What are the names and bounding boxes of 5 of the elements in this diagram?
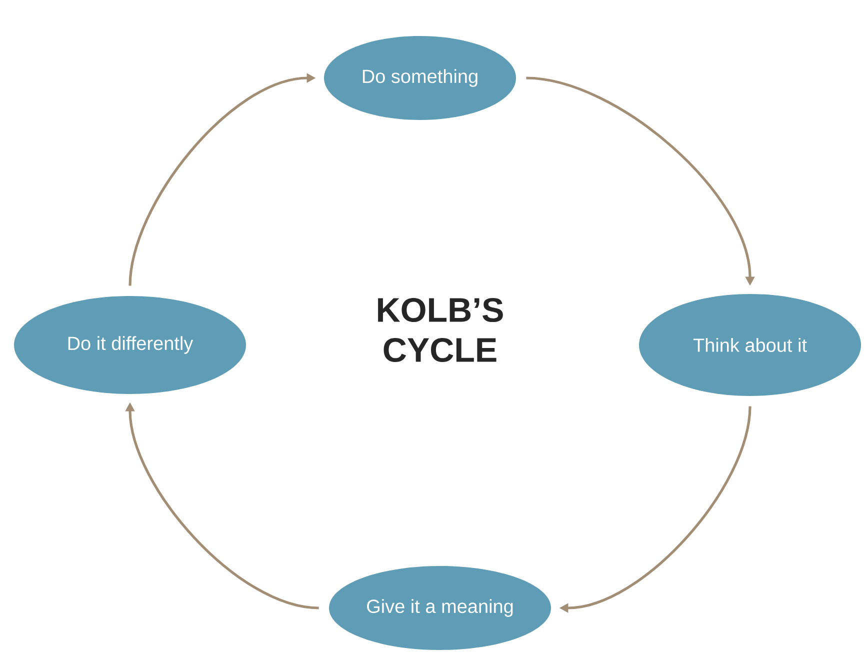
title: KOLB’S CYCLE [378,298,503,362]
ellipse-node: Do it differently [14,296,246,394]
ellipse-node: Think about it [639,294,861,396]
ellipse-node: Give it a meaning [329,566,551,650]
ellipse-node: Do something [324,36,516,120]
